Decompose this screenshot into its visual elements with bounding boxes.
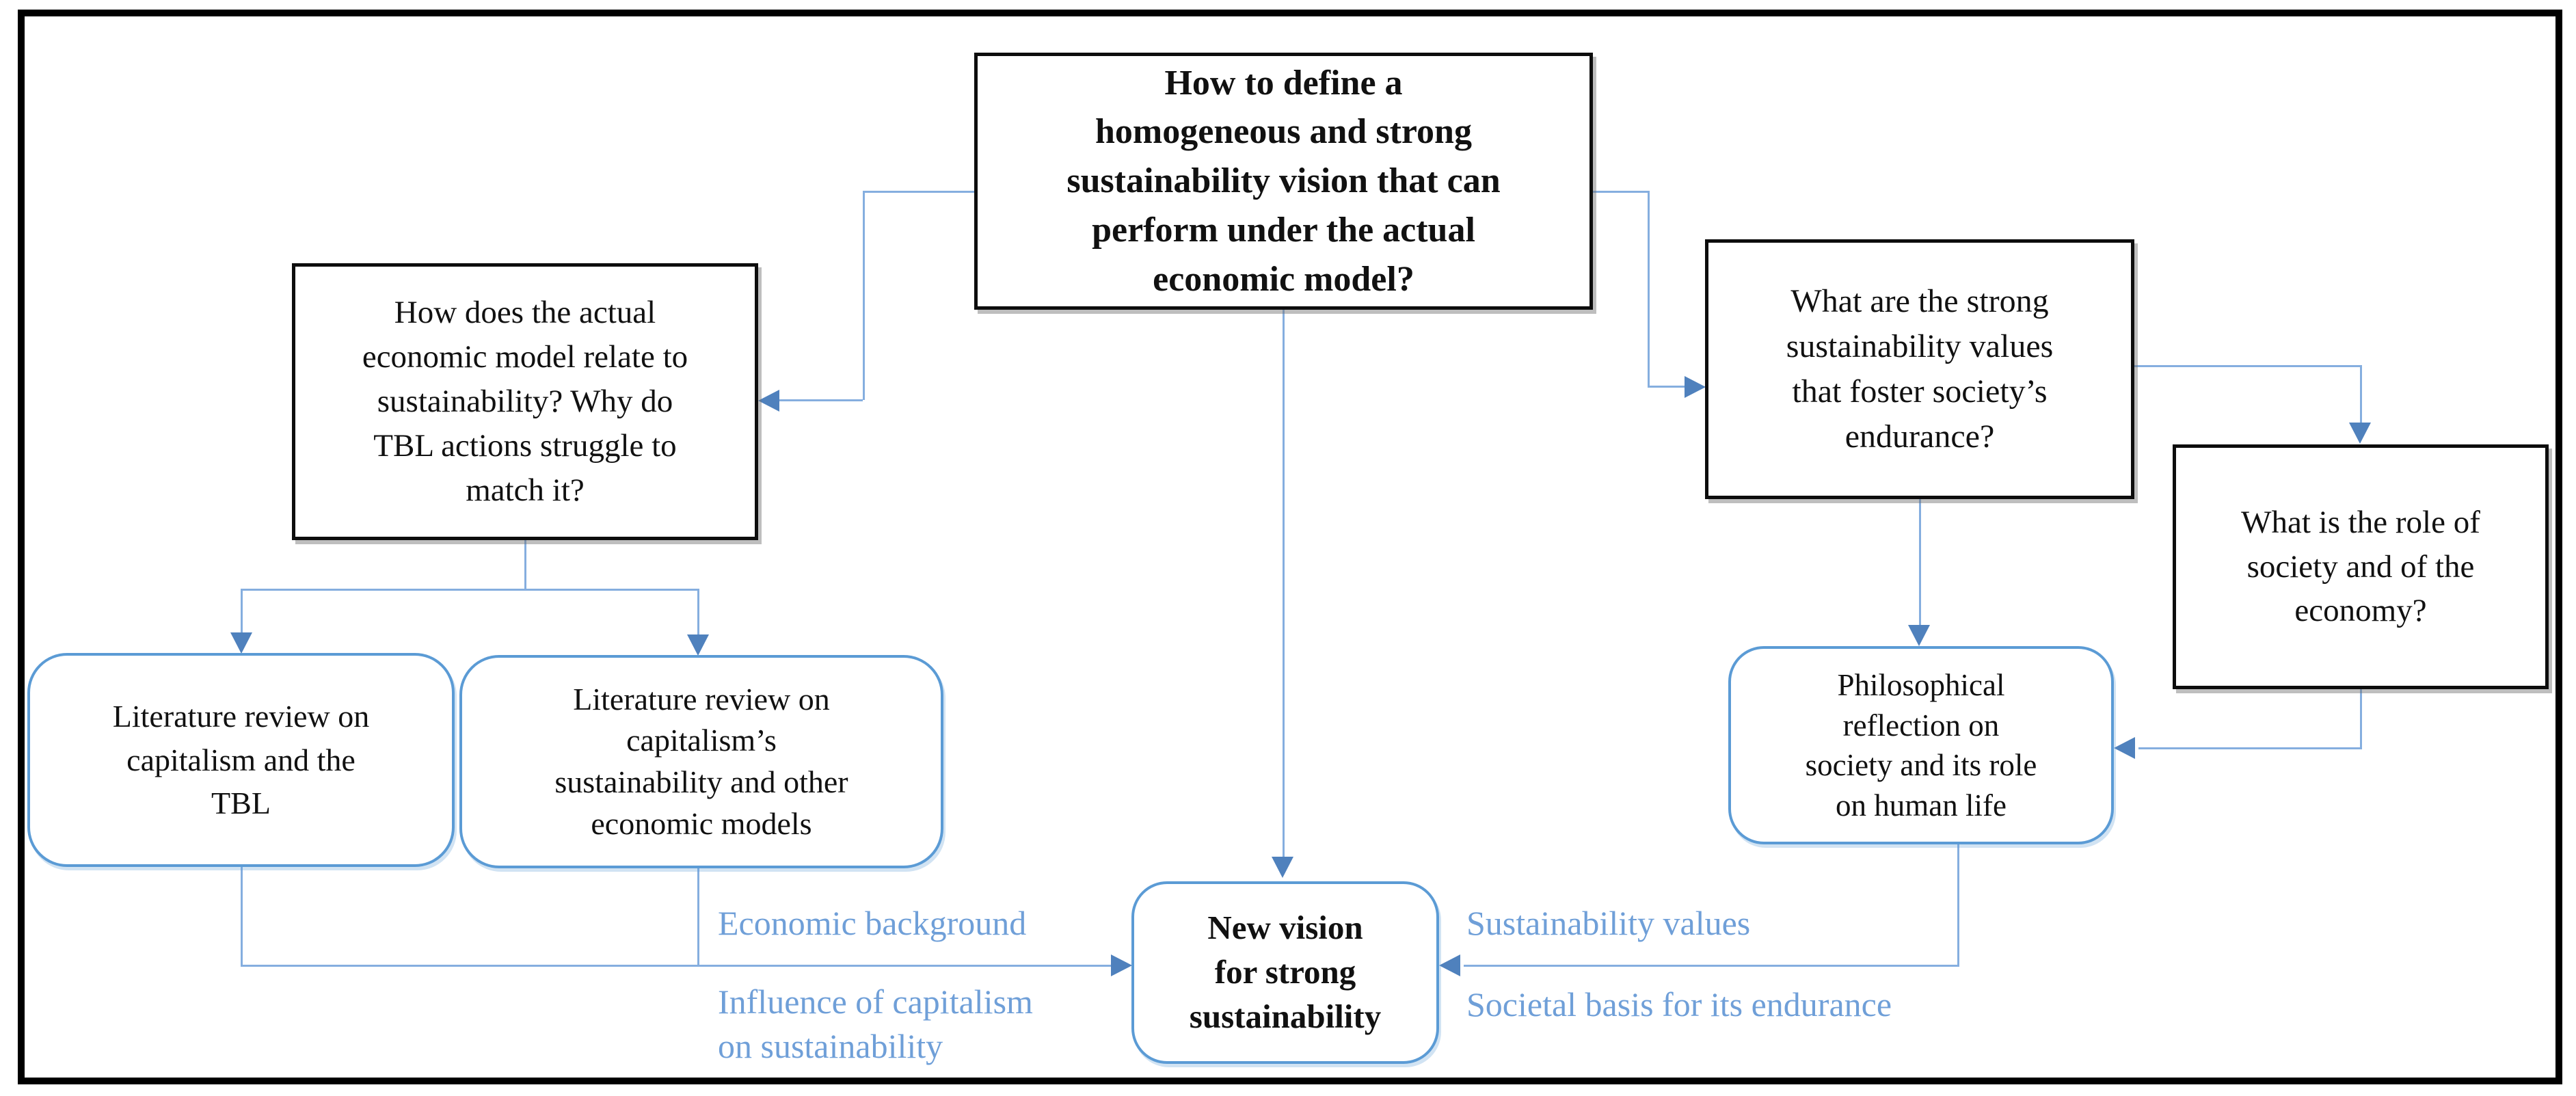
edge-label-influence-capitalism: Influence of capitalism on sustainabilit…	[718, 983, 1033, 1065]
connector-main-to-right-h2	[1648, 386, 1685, 388]
node-literature-review-tbl: Literature review on capitalism and the …	[27, 653, 455, 867]
arrowhead-into-philosophical-top-icon	[1908, 625, 1930, 646]
connector-litreview1-down-v	[241, 867, 243, 967]
connector-split-to-litreview2-v	[697, 589, 699, 634]
node-left-question-text: How does the actual economic model relat…	[362, 295, 688, 508]
node-philosophical-reflection: Philosophical reflection on society and …	[1728, 646, 2114, 844]
node-new-vision: New vision for strong sustainability	[1131, 881, 1439, 1064]
connector-main-to-left-v	[863, 191, 865, 400]
connector-philosophical-to-newvision-v	[1957, 844, 1959, 966]
arrowhead-into-newvision-right-icon	[1439, 954, 1460, 976]
arrowhead-into-philosophical-right-icon	[2114, 737, 2135, 759]
connector-litreviews-to-newvision-h	[241, 965, 1111, 967]
arrowhead-into-role-question-icon	[2349, 423, 2371, 444]
connector-philosophical-to-newvision-h	[1464, 965, 1959, 967]
arrowhead-into-newvision-left-icon	[1111, 954, 1132, 976]
node-main-question-text: How to define a homogeneous and strong s…	[1066, 63, 1501, 299]
edge-label-sustainability-values: Sustainability values	[1466, 904, 1751, 942]
arrowhead-into-left-question-icon	[758, 390, 779, 412]
node-literature-review-tbl-text: Literature review on capitalism and the …	[112, 699, 370, 821]
connector-right-to-philosophical-v	[1919, 499, 1921, 625]
node-new-vision-text: New vision for strong sustainability	[1189, 909, 1382, 1035]
connector-split-to-litreview1-v	[241, 589, 243, 632]
connector-main-to-right-h1	[1593, 191, 1648, 193]
arrowhead-into-newvision-top-icon	[1272, 857, 1293, 878]
connector-main-to-newvision-v	[1283, 310, 1285, 857]
connector-right-to-role-v	[2360, 365, 2362, 423]
node-left-question: How does the actual economic model relat…	[292, 263, 758, 540]
connector-role-to-philosophical-h	[2138, 747, 2362, 749]
connector-litreview2-down-v	[697, 868, 699, 967]
arrowhead-into-litreview1-icon	[230, 632, 252, 654]
node-literature-review-models: Literature review on capitalism’s sustai…	[459, 655, 943, 868]
node-literature-review-models-text: Literature review on capitalism’s sustai…	[554, 681, 848, 841]
node-role-question: What is the role of society and of the e…	[2173, 444, 2549, 689]
node-main-question: How to define a homogeneous and strong s…	[974, 53, 1593, 310]
arrowhead-into-right-question-icon	[1685, 376, 1706, 398]
connector-main-to-right-v	[1648, 191, 1650, 386]
connector-left-split-stub	[524, 540, 526, 590]
edge-label-societal-basis: Societal basis for its endurance	[1466, 985, 1892, 1024]
connector-role-to-philosophical-v	[2360, 689, 2362, 749]
connector-main-to-left-h2	[779, 399, 863, 401]
connector-right-to-role-h	[2134, 365, 2361, 367]
arrowhead-into-litreview2-icon	[687, 634, 709, 656]
node-philosophical-reflection-text: Philosophical reflection on society and …	[1805, 668, 2037, 823]
connector-left-split-distributor	[241, 589, 699, 591]
edge-label-economic-background: Economic background	[718, 904, 1027, 942]
connector-main-to-left-h1	[863, 191, 974, 193]
node-right-question: What are the strong sustainability value…	[1705, 239, 2134, 499]
figure-frame	[18, 10, 2562, 1084]
node-role-question-text: What is the role of society and of the e…	[2241, 504, 2480, 629]
node-right-question-text: What are the strong sustainability value…	[1786, 282, 2054, 455]
